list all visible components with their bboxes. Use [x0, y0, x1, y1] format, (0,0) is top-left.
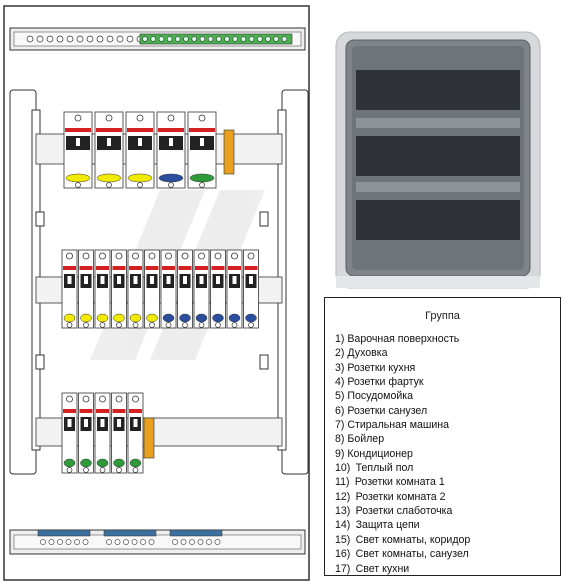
legend-item: 2) Духовка — [335, 347, 388, 360]
terminal-screw — [66, 35, 74, 43]
breaker-row2 — [177, 249, 193, 329]
terminal-screw — [207, 36, 214, 42]
legend-title: Группа — [425, 310, 460, 322]
breaker-row2 — [193, 249, 210, 329]
terminal-screw — [265, 36, 271, 42]
legend-item: 16) Свет комнаты, санузел — [335, 548, 469, 561]
busbar-row1 — [223, 129, 235, 175]
breaker-row2 — [160, 249, 177, 329]
terminal-screw — [180, 539, 187, 545]
terminal-screw — [191, 36, 197, 42]
terminal-screw — [40, 539, 46, 545]
terminal-screw — [74, 539, 80, 545]
breaker-row3 — [127, 392, 144, 474]
legend-item: 5) Посудомойка — [335, 390, 414, 403]
breaker-row2 — [127, 249, 144, 329]
breaker-row2 — [144, 249, 160, 329]
breaker-row3 — [111, 392, 127, 474]
legend-item: 11) Розетки комната 1 — [335, 476, 445, 489]
terminal-screw — [106, 35, 114, 43]
terminal-screw — [150, 36, 156, 42]
legend-item: 9) Кондиционер — [335, 447, 413, 460]
breaker-row1 — [187, 111, 217, 189]
terminal-screw — [189, 539, 195, 545]
terminal-screw — [248, 36, 255, 42]
breaker-row2 — [210, 249, 226, 329]
terminal-screw — [232, 36, 238, 42]
terminal-screw — [114, 539, 121, 545]
bottom-terminal-block — [103, 529, 157, 537]
legend-item: 10) Теплый пол — [335, 462, 414, 475]
legend-item: 8) Бойлер — [335, 433, 385, 446]
breaker-row3 — [78, 392, 94, 474]
terminal-screw — [142, 36, 148, 42]
terminal-screw — [116, 35, 124, 43]
terminal-screw — [257, 36, 263, 42]
terminal-screw — [26, 35, 34, 43]
legend-item: 7) Стиральная машина — [335, 419, 450, 432]
terminal-screw — [46, 35, 54, 43]
terminal-screw — [240, 36, 247, 42]
breaker-row2 — [61, 249, 78, 329]
breaker-row2 — [243, 249, 259, 329]
bottom-terminal-block — [37, 529, 91, 537]
terminal-screw — [131, 539, 138, 545]
breaker-row2 — [111, 249, 127, 329]
busbar-row3 — [143, 417, 155, 459]
terminal-screw — [123, 539, 129, 545]
terminal-screw — [166, 36, 173, 42]
terminal-screw — [106, 539, 112, 545]
legend-item: 4) Розетки фартук — [335, 376, 424, 389]
breaker-row1 — [63, 111, 93, 189]
terminal-screw — [197, 539, 204, 545]
terminal-screw — [148, 539, 155, 545]
legend-item: 17) Свет кухни — [335, 562, 410, 575]
legend-item: 6) Розетки санузел — [335, 404, 428, 417]
legend-item: 3) Розетки кухня — [335, 361, 416, 374]
terminal-screw — [216, 36, 222, 42]
terminal-screw — [36, 35, 44, 43]
terminal-screw — [56, 35, 64, 43]
switchboard-diagram — [3, 5, 310, 581]
terminal-screw — [224, 36, 230, 42]
terminal-screw — [57, 539, 63, 545]
bottom-terminal-block — [169, 529, 223, 537]
legend-item: 15) Свет комнаты, коридор — [335, 533, 471, 546]
terminal-screw — [86, 35, 94, 43]
terminal-screw — [65, 539, 72, 545]
terminal-screw — [158, 36, 165, 42]
terminal-screw — [273, 36, 279, 42]
legend-item: 14) Защита цепи — [335, 519, 420, 532]
terminal-screw — [82, 539, 89, 545]
top-terminal-block — [139, 33, 293, 45]
breaker-row1 — [125, 111, 155, 189]
terminal-screw — [199, 36, 206, 42]
terminal-screw — [183, 36, 189, 42]
terminal-screw — [140, 539, 146, 545]
terminal-screw — [96, 35, 104, 43]
legend-item: 1) Варочная поверхность — [335, 333, 460, 345]
terminal-screw — [214, 539, 221, 545]
breaker-row1 — [156, 111, 186, 189]
terminal-screw — [281, 36, 288, 42]
terminal-screw — [48, 539, 55, 545]
breaker-row1 — [94, 111, 124, 189]
terminal-screw — [126, 35, 134, 43]
terminal-screw — [172, 539, 178, 545]
legend-item: 12) Розетки комната 2 — [335, 490, 446, 503]
breaker-row2 — [94, 249, 111, 329]
terminal-screw — [175, 36, 181, 42]
terminal-screw — [76, 35, 84, 43]
breaker-row3 — [61, 392, 78, 474]
legend-list: 1) Варочная поверхность 2) Духовка 3) Ро… — [325, 332, 560, 576]
group-legend: Группа 1) Варочная поверхность 2) Духовк… — [324, 297, 561, 576]
breaker-row2 — [226, 249, 243, 329]
terminal-screw — [206, 539, 212, 545]
legend-item: 13) Розетки слаботочка — [335, 505, 453, 518]
breaker-row3 — [94, 392, 111, 474]
cabinet-enclosure-photo — [332, 30, 545, 292]
breaker-row2 — [78, 249, 94, 329]
